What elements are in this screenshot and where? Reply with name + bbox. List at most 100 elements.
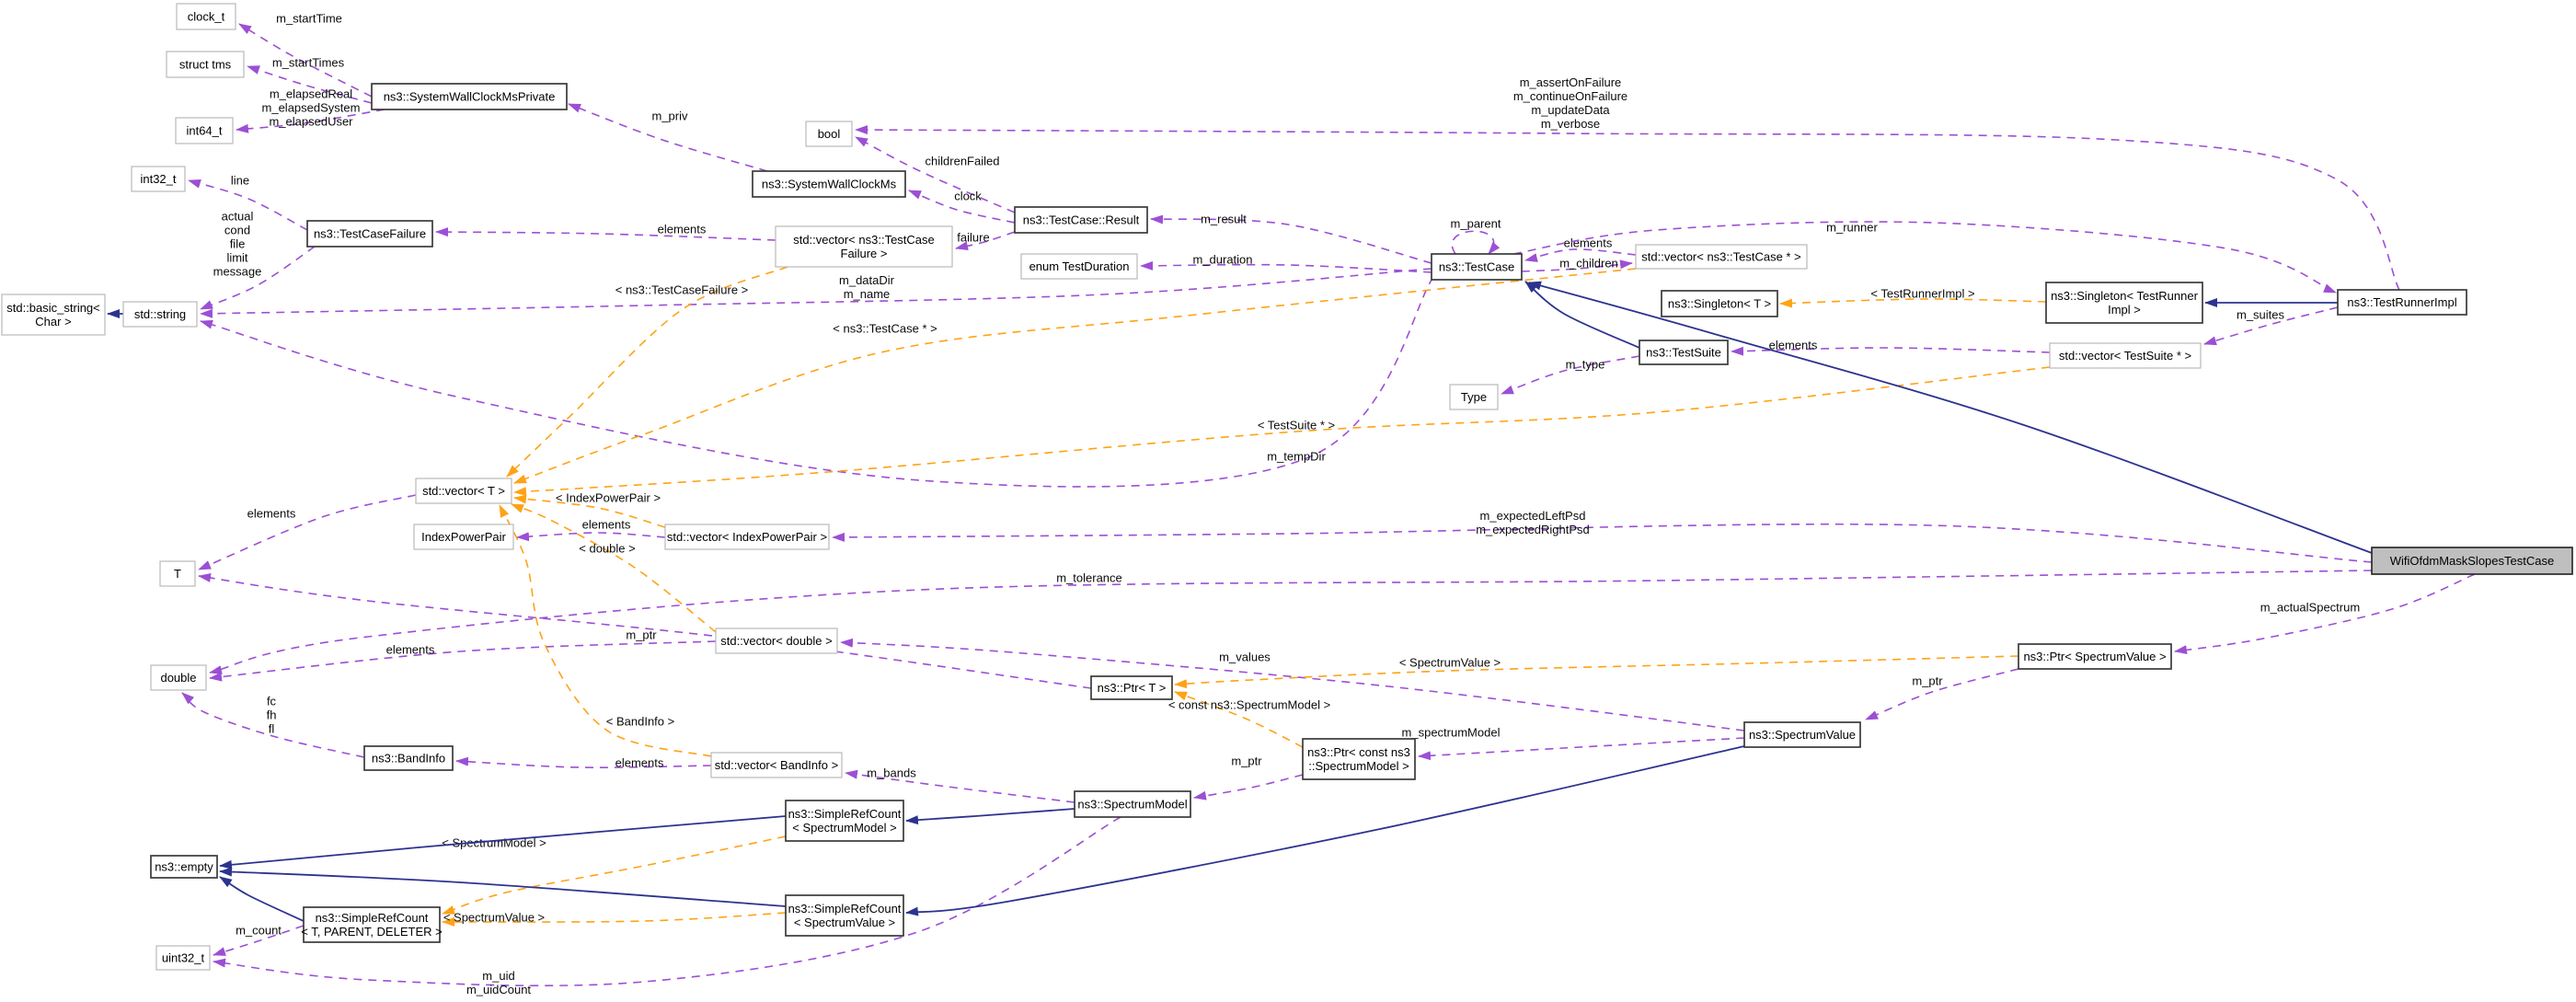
node-box-type[interactable] xyxy=(1449,384,1499,410)
node-box-wifi[interactable] xyxy=(2371,547,2573,575)
node-box-singleton_tri[interactable] xyxy=(2045,282,2203,324)
node-box-vec_bi[interactable] xyxy=(710,752,843,778)
node-box-duration[interactable] xyxy=(1020,253,1138,280)
node-basic_string[interactable]: std::basic_string<Char > xyxy=(1,294,106,336)
node-label-spectrummodel: ns3::SpectrumModel xyxy=(1077,798,1187,812)
node-swcm[interactable]: ns3::SystemWallClockMs xyxy=(752,170,906,198)
node-clock_t[interactable]: clock_t xyxy=(176,3,236,30)
node-box-int64_t[interactable] xyxy=(175,117,234,144)
node-ptr_csm[interactable]: ns3::Ptr< const ns3::SpectrumModel > xyxy=(1302,738,1416,780)
edge-usage-tcf-string xyxy=(200,246,316,310)
node-box-testcase[interactable] xyxy=(1431,253,1523,281)
node-double[interactable]: double xyxy=(150,664,207,691)
node-box-tcf[interactable] xyxy=(306,220,433,248)
node-box-basic_string[interactable] xyxy=(1,294,106,336)
node-box-bool[interactable] xyxy=(805,121,853,147)
node-box-empty[interactable] xyxy=(150,855,218,879)
node-box-src_tpd[interactable] xyxy=(303,906,441,943)
node-result[interactable]: ns3::TestCase::Result xyxy=(1014,206,1148,234)
node-box-clock_t[interactable] xyxy=(176,3,236,30)
node-label-singleton_t: ns3::Singleton< T > xyxy=(1668,297,1771,311)
node-struct_tms[interactable]: struct tms xyxy=(166,51,245,78)
node-box-src_sm[interactable] xyxy=(785,800,904,842)
node-vec_tcp[interactable]: std::vector< ns3::TestCase * > xyxy=(1635,244,1808,270)
node-box-swcm[interactable] xyxy=(752,170,906,198)
node-uint32[interactable]: uint32_t xyxy=(155,945,211,971)
node-box-singleton_t[interactable] xyxy=(1661,290,1778,317)
node-box-spectrummodel[interactable] xyxy=(1074,790,1191,818)
node-empty[interactable]: ns3::empty xyxy=(150,855,218,879)
node-label-wifi: WifiOfdmMaskSlopesTestCase xyxy=(2390,554,2554,568)
node-box-vec_tsp[interactable] xyxy=(2049,342,2202,369)
node-int64_t[interactable]: int64_t xyxy=(175,117,234,144)
node-src_sv[interactable]: ns3::SimpleRefCount< SpectrumValue > xyxy=(785,894,904,937)
node-duration[interactable]: enum TestDuration xyxy=(1020,253,1138,280)
node-testcase[interactable]: ns3::TestCase xyxy=(1431,253,1523,281)
node-ptr_t[interactable]: ns3::Ptr< T > xyxy=(1090,675,1173,700)
node-box-swcmp[interactable] xyxy=(371,83,568,110)
node-box-t[interactable] xyxy=(159,560,196,587)
node-testsuite[interactable]: ns3::TestSuite xyxy=(1639,340,1729,365)
node-box-vec_double[interactable] xyxy=(715,628,838,654)
node-t[interactable]: T xyxy=(159,560,196,587)
node-string[interactable]: std::string xyxy=(122,301,198,328)
node-box-string[interactable] xyxy=(122,301,198,328)
node-box-bandinfo[interactable] xyxy=(363,745,454,771)
node-tcf[interactable]: ns3::TestCaseFailure xyxy=(306,220,433,248)
edge-usage-result-bool xyxy=(855,136,1016,213)
node-box-int32_t[interactable] xyxy=(131,166,186,192)
edge-usage-testcase-testcase xyxy=(1451,230,1501,255)
node-label-type: Type xyxy=(1461,390,1487,404)
node-box-spectrumvalue[interactable] xyxy=(1743,721,1861,748)
edge-usage-swcmp-clock_t xyxy=(238,23,373,98)
node-box-src_sv[interactable] xyxy=(785,894,904,937)
node-box-double[interactable] xyxy=(150,664,207,691)
edge-label-testcase-result: m_result xyxy=(1201,213,1247,226)
node-spectrummodel[interactable]: ns3::SpectrumModel xyxy=(1074,790,1191,818)
edge-inherit-src_sm-empty xyxy=(219,815,787,870)
node-wifi[interactable]: WifiOfdmMaskSlopesTestCase xyxy=(2371,547,2573,575)
node-box-vec_tcp[interactable] xyxy=(1635,244,1808,270)
node-box-uint32[interactable] xyxy=(155,945,211,971)
node-bool[interactable]: bool xyxy=(805,121,853,147)
node-vec_tsp[interactable]: std::vector< TestSuite * > xyxy=(2049,342,2202,369)
node-bandinfo[interactable]: ns3::BandInfo xyxy=(363,745,454,771)
node-type[interactable]: Type xyxy=(1449,384,1499,410)
node-singleton_t[interactable]: ns3::Singleton< T > xyxy=(1661,290,1778,317)
node-box-tri[interactable] xyxy=(2337,289,2467,316)
node-box-vec_tcf[interactable] xyxy=(775,225,953,268)
node-box-vec_t[interactable] xyxy=(415,478,512,504)
node-box-vec_ipp[interactable] xyxy=(664,524,830,550)
node-src_sm[interactable]: ns3::SimpleRefCount< SpectrumModel > xyxy=(785,800,904,842)
node-int32_t[interactable]: int32_t xyxy=(131,166,186,192)
node-label-tcf: ns3::TestCaseFailure xyxy=(314,227,426,241)
edge-label-vec_tcp-testcase: elements xyxy=(1564,236,1613,250)
node-tri[interactable]: ns3::TestRunnerImpl xyxy=(2337,289,2467,316)
edge-usage-swcmp-int64_t xyxy=(236,109,385,133)
node-vec_bi[interactable]: std::vector< BandInfo > xyxy=(710,752,843,778)
edge-label-vec_bi-bandinfo: elements xyxy=(615,756,664,770)
node-ptr_sv[interactable]: ns3::Ptr< SpectrumValue > xyxy=(2018,643,2172,670)
node-box-struct_tms[interactable] xyxy=(166,51,245,78)
edge-label-testcase-testcase: m_parent xyxy=(1451,217,1501,231)
node-vec_t[interactable]: std::vector< T > xyxy=(415,478,512,504)
node-box-ptr_sv[interactable] xyxy=(2018,643,2172,670)
node-box-ptr_csm[interactable] xyxy=(1302,738,1416,780)
edge-label-spectrummodel-vec_bi: m_bands xyxy=(867,766,916,780)
node-spectrumvalue[interactable]: ns3::SpectrumValue xyxy=(1743,721,1861,748)
node-box-ptr_t[interactable] xyxy=(1090,675,1173,700)
node-swcmp[interactable]: ns3::SystemWallClockMsPrivate xyxy=(371,83,568,110)
node-src_tpd[interactable]: ns3::SimpleRefCount< T, PARENT, DELETER … xyxy=(301,906,443,943)
node-box-ipp[interactable] xyxy=(413,524,514,550)
node-vec_ipp[interactable]: std::vector< IndexPowerPair > xyxy=(664,524,830,550)
node-ipp[interactable]: IndexPowerPair xyxy=(413,524,514,550)
node-vec_double[interactable]: std::vector< double > xyxy=(715,628,838,654)
node-label-vec_ipp: std::vector< IndexPowerPair > xyxy=(667,530,827,544)
node-label-swcmp: ns3::SystemWallClockMsPrivate xyxy=(384,90,556,104)
node-box-testsuite[interactable] xyxy=(1639,340,1729,365)
node-box-result[interactable] xyxy=(1014,206,1148,234)
